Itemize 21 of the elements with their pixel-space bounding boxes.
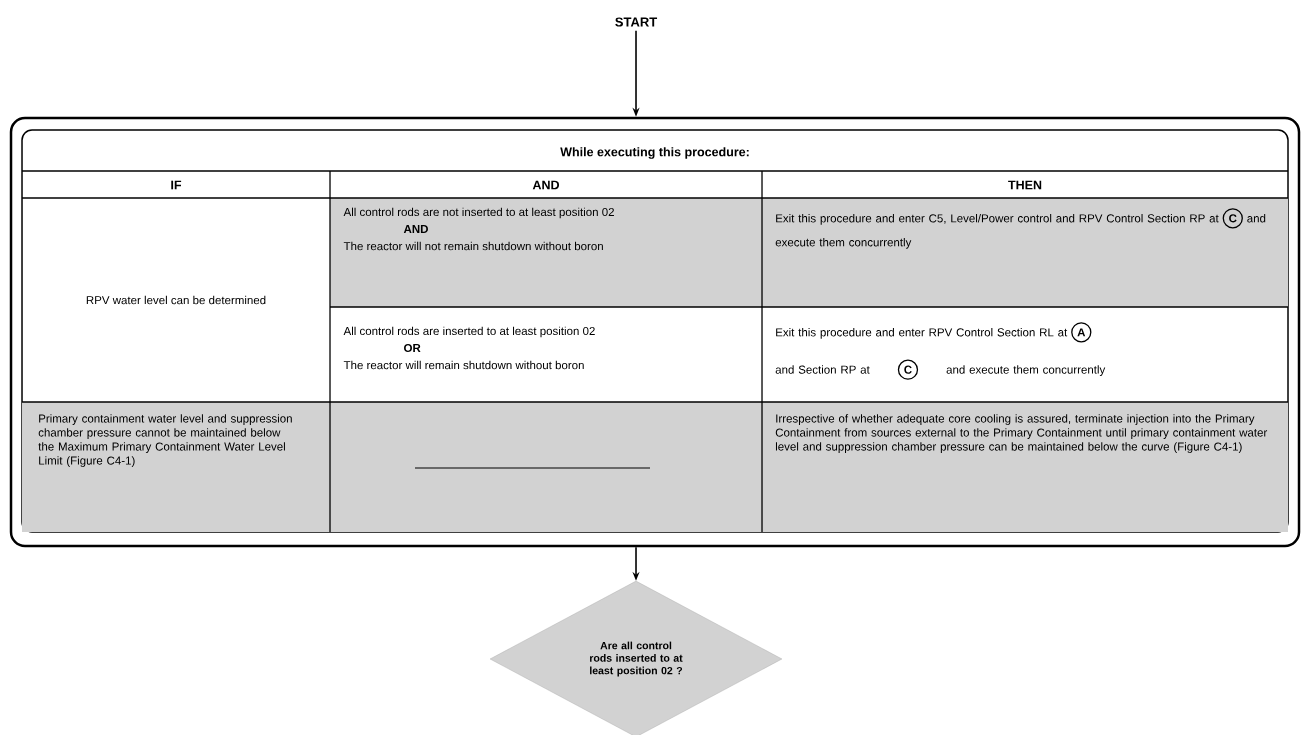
cell-text: Exit this procedure and enter C5, Level/Power control and RPV Control Section RP at	[776, 214, 1219, 225]
column-header: AND	[532, 180, 559, 190]
cell-text: The reactor will remain shutdown without boron	[343, 360, 584, 370]
start-label: START	[615, 17, 658, 27]
cell-text: and Section RP at	[775, 365, 870, 374]
cell-text: All control rods are not inserted to at least position 02	[343, 207, 614, 219]
cell-text: The reactor will not remain shutdown without boron	[343, 241, 603, 251]
cell-text: All control rods are inserted to at least position 02	[343, 326, 595, 338]
circled-letter: C	[897, 359, 919, 380]
table-heading: While executing this procedure:	[560, 147, 749, 159]
cell-text: Primary containment water level and suppression chamber pressure cannot be maintained below the Maximum Primary Containment Water Level Limit (Figure C4-1)	[38, 414, 292, 467]
column-header: IF	[171, 180, 182, 190]
column-header: THEN	[1008, 180, 1042, 190]
cell-text: RPV water level can be determined	[86, 295, 266, 305]
cell-text: OR	[404, 343, 421, 353]
cell-text: and execute them concurrently	[946, 365, 1106, 376]
circled-letter: C	[1222, 208, 1243, 229]
cell-text: AND	[403, 225, 428, 233]
cell-text: Exit this procedure and enter RPV Control Section RL at	[776, 327, 1068, 339]
cell-text: Irrespective of whether adequate core cooling is assured, terminate injection into the Primary Containment from sources external to the Primary Containment until primary containment water level and suppression chamber pressure can be maintained below the curve (Figure C4-1)	[775, 414, 1268, 453]
circled-letter: A	[1071, 322, 1092, 343]
